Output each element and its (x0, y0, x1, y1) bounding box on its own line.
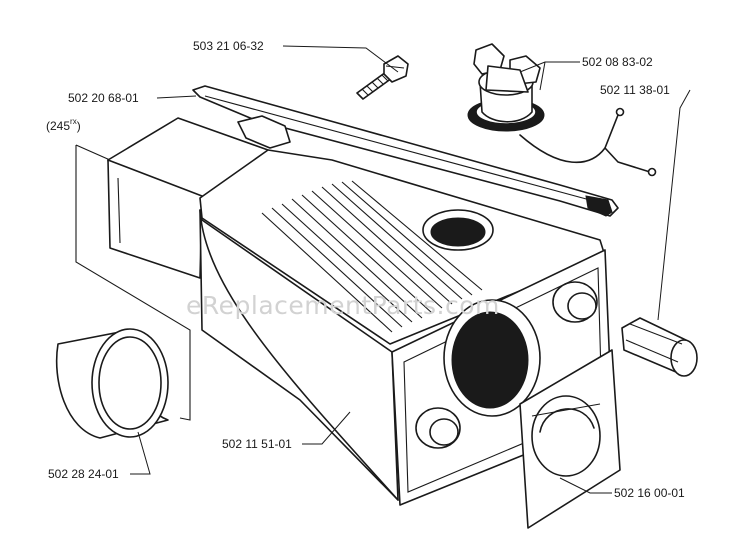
wire-part (519, 107, 657, 177)
bolt-part (356, 55, 409, 100)
hose-connector-part (621, 317, 698, 377)
fuel-cap-part (467, 43, 545, 132)
label-gasket: 502 16 00-01 (614, 486, 685, 500)
tank-part (107, 117, 611, 506)
ring-callout-frame (75, 144, 191, 421)
watermark: eReplacementParts.com (186, 291, 500, 320)
upper-boss (552, 281, 598, 323)
strap-part (192, 85, 619, 217)
gasket-part (519, 349, 621, 529)
label-hose-connector: 502 11 38-01 (600, 83, 670, 97)
label-ring: 502 28 24-01 (48, 467, 119, 481)
model-note-main: (245 (46, 119, 70, 133)
label-model-note: (245rx) (46, 117, 81, 133)
label-bolt: 503 21 06-32 (193, 39, 264, 53)
ring-part (55, 328, 169, 439)
model-note-superscript: rx (70, 117, 77, 126)
label-tank: 502 11 51-01 (222, 437, 292, 451)
label-fuel-cap: 502 08 83-02 (582, 55, 653, 69)
lower-boss (415, 407, 461, 449)
label-strap: 502 20 68-01 (68, 91, 139, 105)
model-note-suffix: ) (77, 119, 81, 133)
leader-lines (130, 45, 691, 494)
